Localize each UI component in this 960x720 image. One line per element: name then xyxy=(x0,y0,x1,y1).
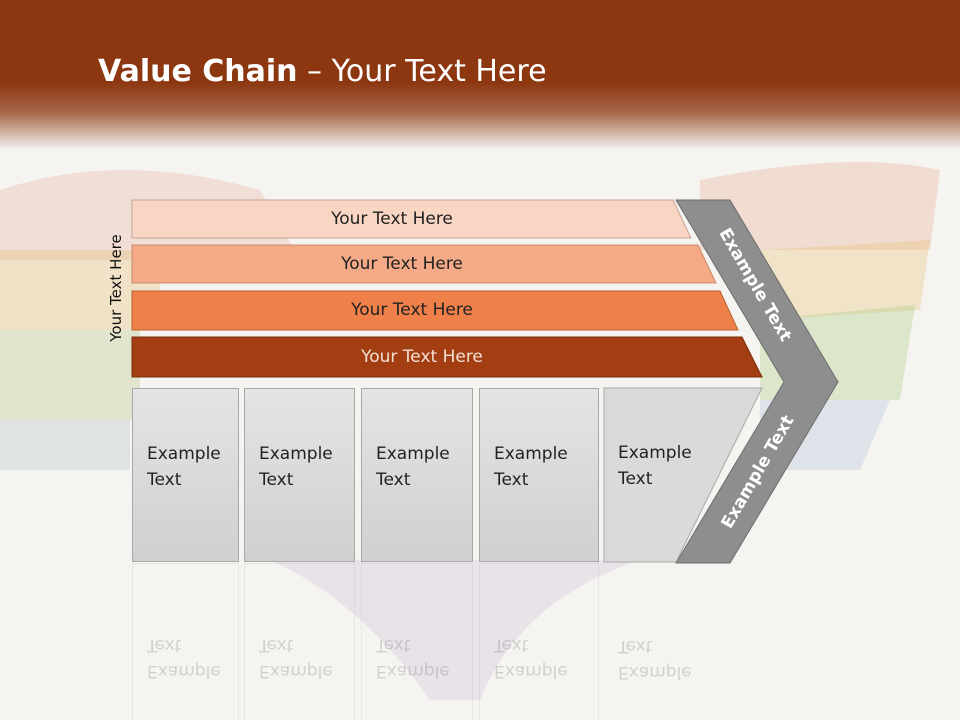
row-3-label: Your Text Here xyxy=(351,300,473,320)
row-1: Your Text Here xyxy=(132,200,692,238)
reflect-box-1-line1: Example xyxy=(147,661,221,681)
box-1-line1: Example xyxy=(147,444,221,464)
title-rest: – Your Text Here xyxy=(297,54,547,89)
row-shape-3 xyxy=(131,290,739,331)
reflect-box-2-line2: Text xyxy=(259,635,294,655)
reflect-box-4: Example Text xyxy=(479,563,599,720)
reflect-box-3: Example Text xyxy=(361,563,473,720)
box-5-line1: Example xyxy=(618,443,692,463)
box-4-line2: Text xyxy=(494,470,529,490)
box-5-shape xyxy=(603,387,763,563)
reflect-box-4-line1: Example xyxy=(494,661,568,681)
row-shape-4 xyxy=(131,336,763,378)
reflect-box-1-line2: Text xyxy=(147,635,182,655)
box-3-line2: Text xyxy=(376,470,411,490)
row-2-label: Your Text Here xyxy=(341,254,463,274)
row-shape-2 xyxy=(131,244,717,284)
header-bar xyxy=(0,0,960,150)
reflect-box-2-line1: Example xyxy=(259,661,333,681)
reflect-box-1: Example Text xyxy=(132,563,239,720)
reflect-box-4-line2: Text xyxy=(494,635,529,655)
row-4: Your Text Here xyxy=(132,337,752,377)
reflect-box-3-line1: Example xyxy=(376,661,450,681)
box-2-line1: Example xyxy=(259,444,333,464)
reflection: Example Text Example Text Example Text Exam… xyxy=(0,563,960,720)
reflect-box-3-line2: Text xyxy=(376,635,411,655)
box-1-line2: Text xyxy=(147,470,182,490)
box-2-line2: Text xyxy=(259,470,294,490)
row-shape-1 xyxy=(131,199,692,239)
chevron-shape xyxy=(675,199,839,564)
row-3: Your Text Here xyxy=(132,291,732,329)
box-3-line1: Example xyxy=(376,444,450,464)
reflect-box-5-line2: Text xyxy=(618,636,653,656)
slide-title: Value Chain – Your Text Here xyxy=(98,54,547,89)
box-5-line2: Text xyxy=(618,469,653,489)
box-4-line1: Example xyxy=(494,444,568,464)
title-bold: Value Chain xyxy=(98,54,298,89)
row-4-label: Your Text Here xyxy=(361,347,483,367)
reflect-box-5-line1: Example xyxy=(618,662,692,682)
row-1-label: Your Text Here xyxy=(331,209,453,229)
row-2: Your Text Here xyxy=(132,245,712,283)
reflect-box-2: Example Text xyxy=(244,563,355,720)
reflect-box-5: Example Text xyxy=(604,563,694,720)
